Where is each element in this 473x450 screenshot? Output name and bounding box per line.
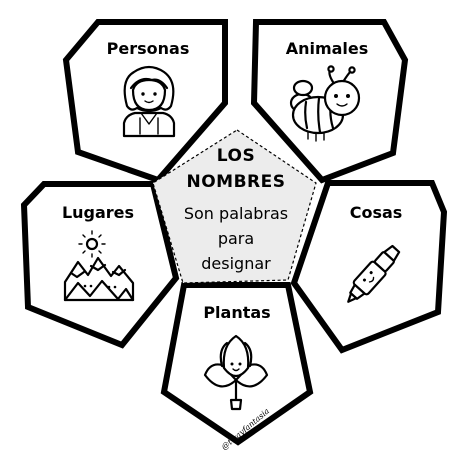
center-pentagon: LOS NOMBRES Son palabras para designar (152, 129, 317, 284)
petal-lugares: Lugares (20, 181, 180, 349)
petal-plantas: Plantas @tizayfantasia (160, 282, 314, 450)
petal-personas: Personas (62, 19, 228, 184)
mountains-sun-icon (63, 230, 135, 302)
petal-animales: Animales (250, 19, 409, 184)
center-text-line1: Son palabras (184, 204, 288, 223)
person-icon (122, 65, 176, 138)
petal-personas-label: Personas (107, 39, 190, 58)
petal-cosas-label: Cosas (350, 203, 403, 222)
petal-animales-label: Animales (286, 39, 369, 58)
center-text-line3: designar (201, 254, 271, 273)
petal-lugares-label: Lugares (62, 203, 134, 222)
center-text-line2: para (218, 229, 254, 248)
flower-icon (203, 334, 269, 411)
center-title-line2: NOMBRES (186, 172, 285, 192)
petal-cosas: Cosas (290, 180, 448, 354)
petal-plantas-label: Plantas (203, 303, 270, 322)
bee-icon (289, 65, 361, 142)
marker-icon (347, 244, 401, 303)
center-title-line1: LOS (217, 146, 255, 166)
